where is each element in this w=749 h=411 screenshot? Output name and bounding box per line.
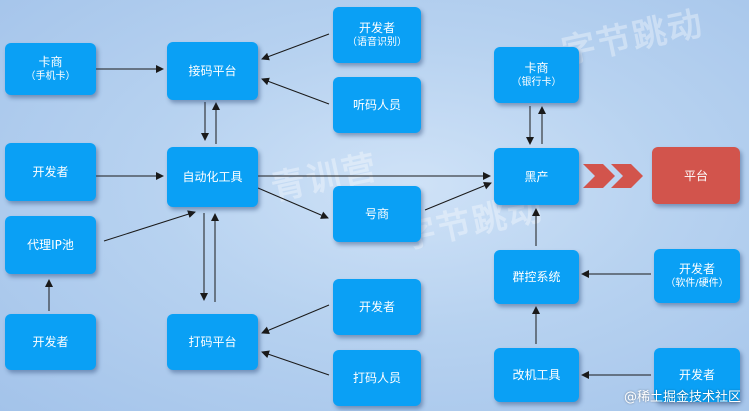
node-device-mod-tool[interactable]: 改机工具 — [494, 348, 579, 402]
node-title: 群控系统 — [512, 270, 561, 284]
node-captcha-platform[interactable]: 打码平台 — [167, 314, 258, 370]
site-credit: @稀土掘金技术社区 — [623, 390, 741, 405]
edge-dev-voice-to-code-platform — [261, 33, 330, 61]
node-subtitle: （手机卡） — [25, 71, 76, 82]
node-developer-device-mod[interactable]: 开发者 — [654, 348, 740, 402]
node-automation-tool[interactable]: 自动化工具 — [167, 147, 258, 207]
edge-proxy-to-automation — [103, 210, 196, 242]
node-group-control-system[interactable]: 群控系统 — [494, 250, 579, 304]
node-title: 打码人员 — [352, 371, 401, 385]
edge-dev-to-captcha — [261, 304, 330, 334]
chevron-arrow-1 — [583, 164, 615, 188]
edge-account-merchant-to-black-market — [424, 181, 492, 211]
edge-automation-to-account-merchant — [257, 187, 329, 219]
node-title: 开发者 — [32, 335, 69, 349]
node-title: 自动化工具 — [182, 170, 243, 184]
edge-listen-staff-to-code-platform — [261, 77, 330, 105]
node-account-merchant[interactable]: 号商 — [333, 186, 421, 242]
chevron-arrow-2 — [611, 164, 643, 188]
node-card-merchant-bank[interactable]: 卡商 （银行卡） — [494, 47, 579, 103]
node-card-merchant-phone[interactable]: 卡商 （手机卡） — [5, 43, 96, 95]
node-title: 开发者 — [358, 21, 395, 35]
node-proxy-ip-pool[interactable]: 代理IP池 — [5, 216, 96, 274]
node-subtitle: （软件/硬件） — [665, 278, 729, 289]
node-title: 改机工具 — [512, 368, 561, 382]
node-title: 开发者 — [358, 300, 395, 314]
node-developer-voice[interactable]: 开发者 （语音识别） — [333, 7, 421, 63]
node-title: 开发者 — [32, 165, 69, 179]
node-developer-left-bottom[interactable]: 开发者 — [5, 314, 96, 370]
node-subtitle: （银行卡） — [511, 77, 562, 88]
node-title: 卡商 — [524, 61, 549, 75]
node-title: 接码平台 — [188, 64, 237, 78]
node-title: 开发者 — [678, 262, 715, 276]
node-code-receive-platform[interactable]: 接码平台 — [167, 42, 258, 100]
node-listen-code-staff[interactable]: 听码人员 — [333, 77, 421, 133]
node-developer-left-top[interactable]: 开发者 — [5, 143, 96, 201]
node-title: 开发者 — [678, 368, 715, 382]
node-title: 卡商 — [38, 55, 63, 69]
node-title: 黑产 — [524, 169, 549, 184]
node-captcha-staff[interactable]: 打码人员 — [333, 350, 421, 406]
node-title: 打码平台 — [188, 335, 237, 349]
node-title: 平台 — [683, 168, 708, 183]
node-title: 听码人员 — [352, 98, 401, 112]
node-title: 代理IP池 — [27, 238, 74, 252]
node-black-market[interactable]: 黑产 — [494, 148, 579, 205]
node-developer-captcha[interactable]: 开发者 — [333, 279, 421, 335]
node-title: 号商 — [364, 207, 389, 221]
node-platform[interactable]: 平台 — [652, 147, 740, 204]
node-subtitle: （语音识别） — [347, 37, 407, 48]
edge-captcha-staff-to-captcha — [261, 350, 330, 376]
node-developer-software-hardware[interactable]: 开发者 （软件/硬件） — [654, 249, 740, 303]
